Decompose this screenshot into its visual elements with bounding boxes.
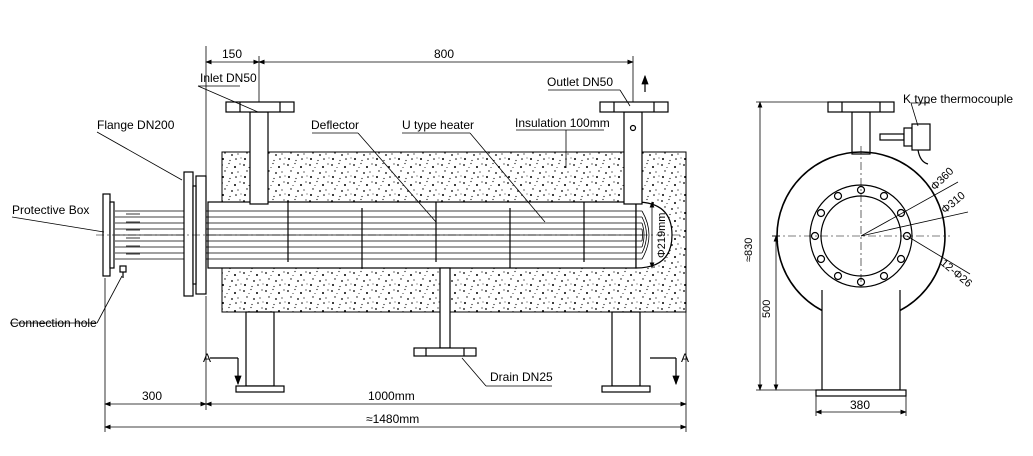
- dim-d310: Φ310: [939, 190, 968, 217]
- protective-box: [102, 193, 140, 278]
- label-deflector: Deflector: [311, 118, 359, 132]
- thermocouple: K type thermocouple: [879, 92, 1013, 165]
- drain-nozzle: [413, 267, 477, 357]
- dim-1000: 1000mm: [368, 389, 415, 403]
- support-legs: [235, 311, 651, 393]
- bottom-dimensions: 300 1000mm ≈1480mm: [104, 278, 687, 432]
- dim-1480: ≈1480mm: [366, 412, 419, 426]
- inlet-nozzle: [225, 101, 295, 205]
- label-outlet: Outlet DN50: [547, 75, 613, 89]
- side-view: A A Φ219mm 150 800 300: [10, 46, 689, 432]
- label-insulation: Insulation 100mm: [515, 116, 610, 130]
- label-inlet: Inlet DN50: [200, 71, 257, 85]
- label-connection-hole: Connection hole: [10, 316, 97, 330]
- label-flange: Flange DN200: [97, 118, 175, 132]
- dim-150: 150: [222, 47, 242, 61]
- section-markers: A A: [203, 351, 689, 386]
- dim-500: 500: [761, 300, 773, 318]
- dim-d219: Φ219mm: [649, 201, 668, 269]
- dim-d360: Φ360: [929, 165, 957, 193]
- label-u-heater: U type heater: [402, 118, 474, 132]
- dim-d219-text: Φ219mm: [656, 213, 668, 258]
- label-thermocouple: K type thermocouple: [903, 92, 1013, 106]
- top-dimensions: 150 800: [205, 46, 634, 176]
- flange-dn200: [183, 171, 207, 297]
- leader-labels: Inlet DN50 Outlet DN50 Flange DN200 Prot…: [10, 71, 631, 387]
- section-label-left: A: [203, 351, 211, 365]
- deflectors: [287, 202, 585, 268]
- dim-800: 800: [434, 47, 454, 61]
- label-protective-box: Protective Box: [12, 203, 89, 217]
- dim-300: 300: [142, 389, 162, 403]
- dim-830: ≈830: [743, 238, 755, 262]
- outlet-nozzle: [599, 74, 669, 205]
- dim-380: 380: [850, 398, 870, 412]
- label-drain: Drain DN25: [490, 370, 553, 384]
- end-view: K type thermocouple Φ360 Φ310 12-Φ26: [743, 92, 1013, 416]
- section-label-right: A: [681, 351, 689, 365]
